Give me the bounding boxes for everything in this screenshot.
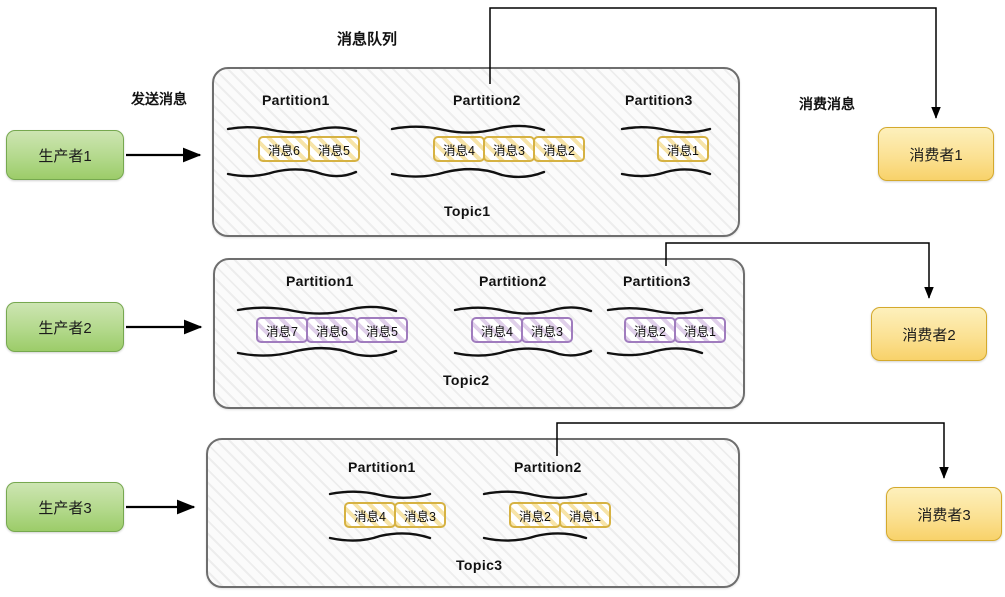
topic-2-partition-2-messages: 消息4 消息3 bbox=[471, 317, 573, 343]
consume-message-label: 消费消息 bbox=[799, 96, 855, 112]
producer-1[interactable]: 生产者1 bbox=[6, 130, 124, 180]
topic-3-label: Topic3 bbox=[456, 557, 503, 573]
message-chip[interactable]: 消息4 bbox=[433, 136, 485, 162]
consumer-3[interactable]: 消费者3 bbox=[886, 487, 1002, 541]
producer-3[interactable]: 生产者3 bbox=[6, 482, 124, 532]
send-message-label: 发送消息 bbox=[131, 91, 187, 107]
producer-2-label: 生产者2 bbox=[38, 319, 92, 337]
producer-3-label: 生产者3 bbox=[38, 499, 92, 517]
consumer-2[interactable]: 消费者2 bbox=[871, 307, 987, 361]
topic-1-partition-1-label: Partition1 bbox=[262, 92, 330, 108]
message-chip[interactable]: 消息6 bbox=[306, 317, 358, 343]
message-chip[interactable]: 消息5 bbox=[356, 317, 408, 343]
producer-2[interactable]: 生产者2 bbox=[6, 302, 124, 352]
consumer-3-label: 消费者3 bbox=[917, 506, 971, 524]
topic-2-label: Topic2 bbox=[443, 372, 490, 388]
message-chip[interactable]: 消息1 bbox=[674, 317, 726, 343]
topic-3-partition-1-messages: 消息4 消息3 bbox=[344, 502, 446, 528]
topic-1-label: Topic1 bbox=[444, 203, 491, 219]
producer-1-label: 生产者1 bbox=[38, 147, 92, 165]
consumer-1-label: 消费者1 bbox=[909, 146, 963, 164]
topic-1-partition-3-label: Partition3 bbox=[625, 92, 693, 108]
message-chip[interactable]: 消息3 bbox=[521, 317, 573, 343]
consumer-1[interactable]: 消费者1 bbox=[878, 127, 994, 181]
consumer-2-label: 消费者2 bbox=[902, 326, 956, 344]
topic-1-partition-2-messages: 消息4 消息3 消息2 bbox=[433, 136, 585, 162]
topic-2-partition-2-label: Partition2 bbox=[479, 273, 547, 289]
topic-3-partition-2-messages: 消息2 消息1 bbox=[509, 502, 611, 528]
message-chip[interactable]: 消息1 bbox=[657, 136, 709, 162]
topic-1-partition-2-label: Partition2 bbox=[453, 92, 521, 108]
topic-3-container[interactable] bbox=[206, 438, 740, 588]
diagram-title: 消息队列 bbox=[337, 31, 398, 48]
topic-1-partition-1-messages: 消息6 消息5 bbox=[258, 136, 360, 162]
message-chip[interactable]: 消息7 bbox=[256, 317, 308, 343]
topic-2-partition-3-label: Partition3 bbox=[623, 273, 691, 289]
topic-1-partition-3-messages: 消息1 bbox=[657, 136, 709, 162]
topic-2-partition-1-label: Partition1 bbox=[286, 273, 354, 289]
message-chip[interactable]: 消息3 bbox=[394, 502, 446, 528]
message-chip[interactable]: 消息2 bbox=[533, 136, 585, 162]
message-chip[interactable]: 消息6 bbox=[258, 136, 310, 162]
topic-3-partition-1-label: Partition1 bbox=[348, 459, 416, 475]
message-chip[interactable]: 消息3 bbox=[483, 136, 535, 162]
message-chip[interactable]: 消息1 bbox=[559, 502, 611, 528]
message-chip[interactable]: 消息5 bbox=[308, 136, 360, 162]
message-chip[interactable]: 消息4 bbox=[344, 502, 396, 528]
message-chip[interactable]: 消息2 bbox=[624, 317, 676, 343]
topic-2-partition-1-messages: 消息7 消息6 消息5 bbox=[256, 317, 408, 343]
message-chip[interactable]: 消息4 bbox=[471, 317, 523, 343]
message-chip[interactable]: 消息2 bbox=[509, 502, 561, 528]
topic-3-partition-2-label: Partition2 bbox=[514, 459, 582, 475]
topic-2-partition-3-messages: 消息2 消息1 bbox=[624, 317, 726, 343]
